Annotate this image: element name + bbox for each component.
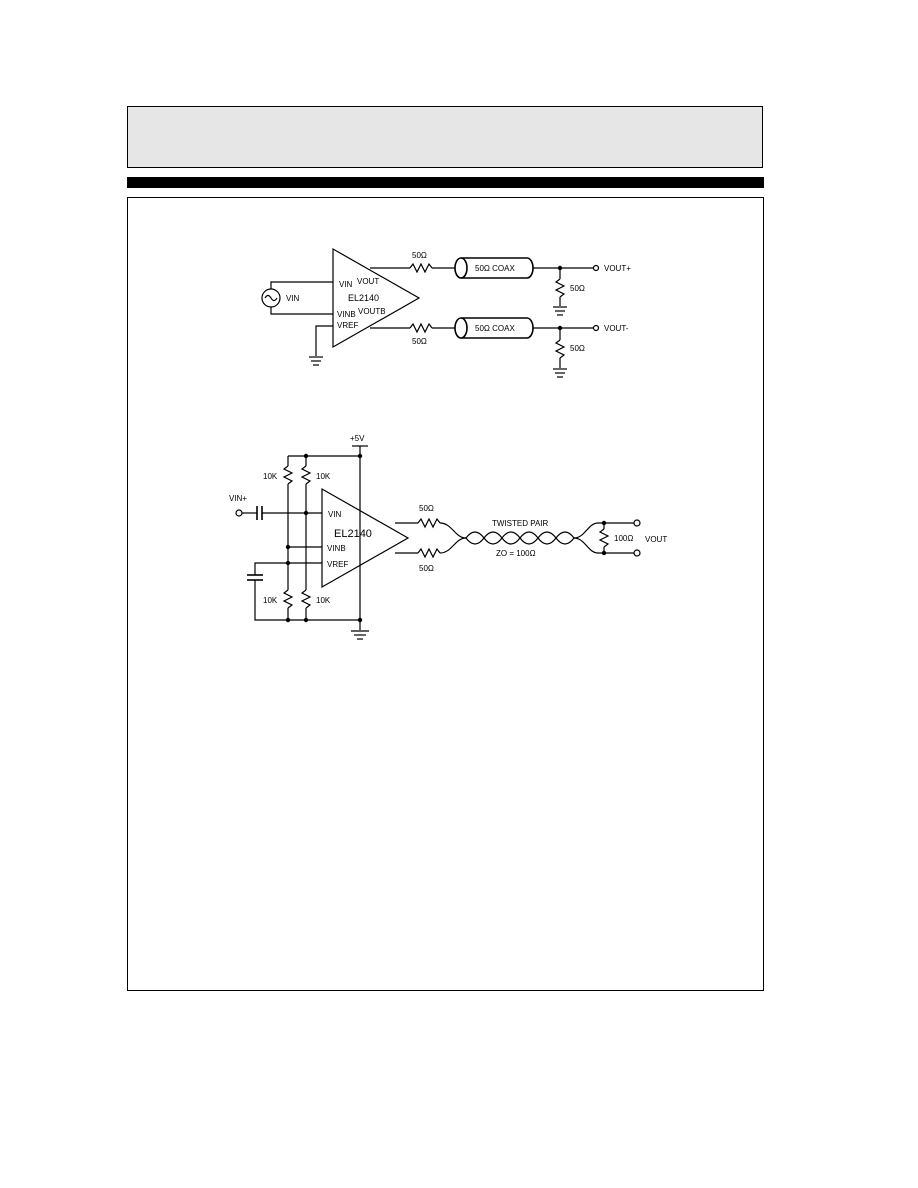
fig2-amplifier — [321, 487, 410, 589]
fig1-amp-part: EL2140 — [348, 293, 379, 303]
fig2-ground — [351, 630, 369, 640]
fig2-r-load — [598, 528, 610, 548]
fig1-pin-vin: VIN — [339, 280, 353, 289]
fig1-ac-source-wave — [264, 294, 278, 302]
fig1-pin-vout: VOUT — [357, 277, 379, 286]
fig2-input-label: VIN+ — [229, 494, 247, 503]
fig2-r-series-top-label: 50Ω — [419, 504, 434, 513]
fig1-coax-top — [454, 257, 534, 279]
fig1-r-series-top — [409, 262, 433, 274]
fig2-pin-vin: VIN — [328, 510, 342, 519]
fig1-pin-vref: VREF — [337, 321, 358, 330]
fig1-r-series-bottom-label: 50Ω — [412, 337, 427, 346]
fig2-out-label: VOUT — [645, 535, 667, 544]
fig1-ground-top — [553, 306, 567, 316]
fig2-twisted-pair — [439, 522, 599, 554]
fig1-coax-bottom-label: 50Ω COAX — [475, 324, 515, 333]
fig1-coax-top-label: 50Ω COAX — [475, 264, 515, 273]
fig2-supply-label: +5V — [350, 434, 365, 443]
fig2-r-bias-1-label: 10K — [263, 472, 278, 481]
fig2-pin-vref: VREF — [327, 560, 348, 569]
fig1-out-bottom-terminal — [592, 324, 600, 332]
fig2-r-bias-4-label: 10K — [316, 596, 331, 605]
fig1-ground-vref — [309, 356, 323, 366]
fig1-r-series-bottom — [409, 322, 433, 334]
fig1-out-top-terminal — [592, 264, 600, 272]
fig2-r-bias-3-label: 10K — [263, 596, 278, 605]
fig2-r-bias-3 — [282, 589, 294, 609]
header-rule — [127, 177, 764, 188]
fig2-pin-vinb: VINB — [327, 544, 346, 553]
fig1-ground-bottom — [553, 368, 567, 378]
fig2-r-load-label: 100Ω — [614, 534, 633, 543]
fig1-source-label: VIN — [286, 294, 300, 303]
fig1-r-term-top — [554, 278, 566, 298]
figure2-twisted-pair-driver: +5V 10K 10K VIN+ EL2140 VIN VINB VREF — [229, 434, 667, 640]
page-header-box — [127, 106, 763, 168]
fig2-pair-impedance: ZO = 100Ω — [496, 549, 536, 558]
fig1-pin-vinb: VINB — [337, 310, 356, 319]
fig2-r-bias-4 — [300, 589, 312, 609]
fig1-r-term-bottom-label: 50Ω — [570, 344, 585, 353]
fig2-r-bias-1 — [282, 465, 294, 485]
fig1-amplifier — [332, 247, 421, 349]
fig2-input-terminal — [235, 509, 243, 517]
figure1-coax-driver: EL2140 VIN VOUT VINB VOUTB VREF VIN 50Ω … — [261, 247, 631, 378]
fig1-r-term-bottom — [554, 339, 566, 359]
fig1-r-term-top-label: 50Ω — [570, 284, 585, 293]
figure-panel — [127, 197, 764, 991]
fig2-r-bias-2 — [300, 465, 312, 485]
fig2-out-top-terminal — [633, 519, 641, 527]
fig1-r-series-top-label: 50Ω — [412, 251, 427, 260]
fig1-out-top-label: VOUT+ — [604, 264, 631, 273]
fig2-amp-part: EL2140 — [334, 528, 372, 540]
fig2-r-bias-2-label: 10K — [316, 472, 331, 481]
fig1-out-bottom-label: VOUT- — [604, 324, 629, 333]
fig2-r-series-bottom — [417, 547, 441, 559]
fig2-out-bottom-terminal — [633, 549, 641, 557]
fig2-pair-label: TWISTED PAIR — [492, 519, 549, 528]
fig2-r-series-bottom-label: 50Ω — [419, 564, 434, 573]
fig1-pin-voutb: VOUTB — [358, 307, 386, 316]
fig2-r-series-top — [417, 517, 441, 529]
